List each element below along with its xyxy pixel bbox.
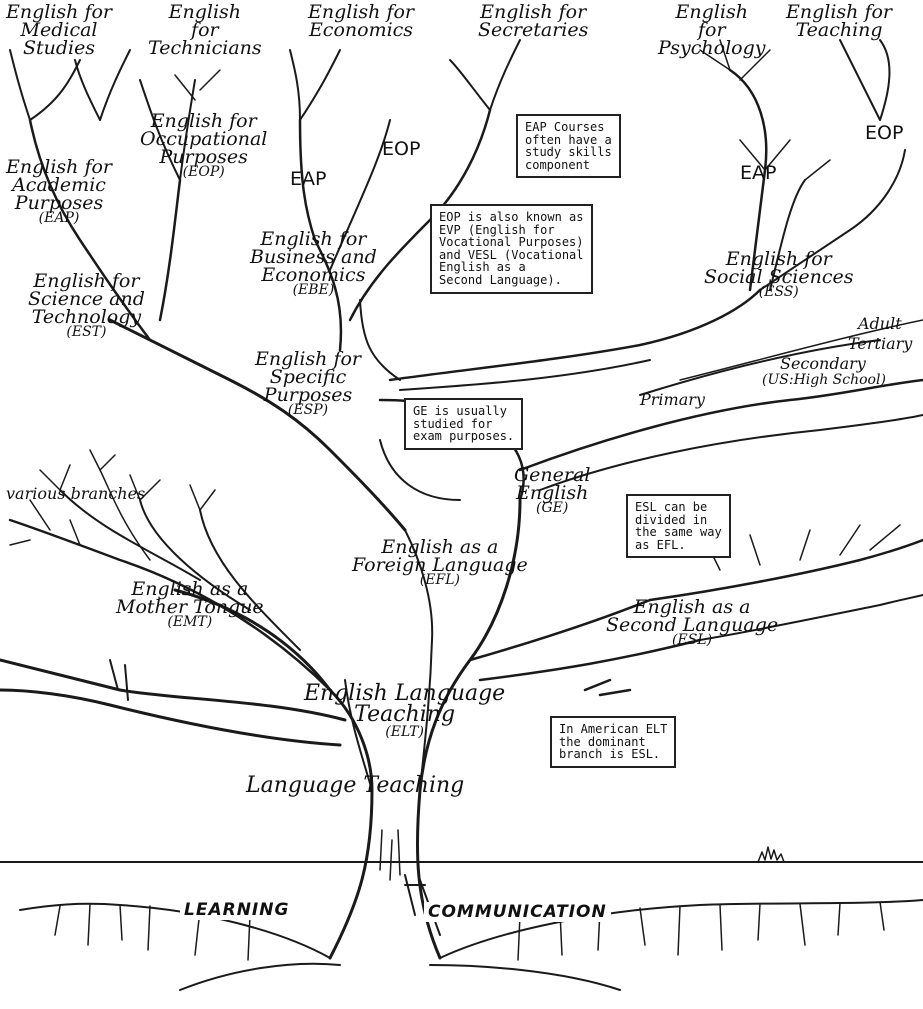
label-language-teaching: Language Teaching: [246, 773, 465, 798]
label-english-technicians: English for Technicians: [148, 1, 262, 60]
label-esl: English as a Second Language (ESL): [606, 596, 779, 649]
label-english-teaching: English for Teaching: [786, 1, 893, 42]
label-tertiary: Tertiary: [848, 334, 913, 353]
note-eap-courses: EAP Courses often have a study skills co…: [516, 114, 621, 179]
note-american-elt: In American ELT the dominant branch is E…: [550, 716, 677, 768]
label-general-english: General English (GE): [514, 464, 591, 517]
label-elt: English Language Teaching (ELT): [304, 681, 506, 740]
label-esp: English for Specific Purposes (ESP): [255, 348, 362, 419]
label-emt: English as a Mother Tongue (EMT): [116, 578, 264, 631]
label-primary: Primary: [640, 390, 705, 409]
note-eop-known-as: EOP is also known as EVP (English for Vo…: [430, 204, 593, 294]
label-root-learning: LEARNING: [180, 900, 294, 920]
label-efl: English as a Foreign Language (EFL): [352, 536, 528, 589]
label-ess: English for Social Sciences (ESS): [704, 248, 854, 301]
note-ge-exam: GE is usually studied for exam purposes.: [404, 398, 524, 450]
note-esl-divided: ESL can be divided in the same way as EF…: [626, 494, 731, 559]
label-english-secretaries: English for Secretaries: [478, 1, 589, 42]
label-eap-academic: English for Academic Purposes (EAP): [6, 156, 113, 227]
label-eap-left: EAP: [290, 168, 327, 190]
label-eop-occupational: English for Occupational Purposes (EOP): [140, 110, 268, 181]
label-english-medical-studies: English for Medical Studies: [6, 1, 113, 60]
label-various-branches: various branches: [6, 484, 146, 503]
label-us-high-school: (US:High School): [762, 372, 886, 388]
label-secondary: Secondary: [780, 354, 866, 373]
label-adult: Adult: [858, 314, 902, 333]
label-english-economics: English for Economics: [308, 1, 415, 42]
label-eap-right: EAP: [740, 162, 777, 184]
label-eop-mid: EOP: [382, 138, 421, 160]
label-eop-right: EOP: [865, 122, 904, 144]
label-root-communication: COMMUNICATION: [424, 902, 611, 922]
label-est: English for Science and Technology (EST): [28, 270, 145, 341]
label-english-psychology: English for Psychology: [658, 1, 766, 60]
label-ebe: English for Business and Economics (EBE): [250, 228, 377, 299]
